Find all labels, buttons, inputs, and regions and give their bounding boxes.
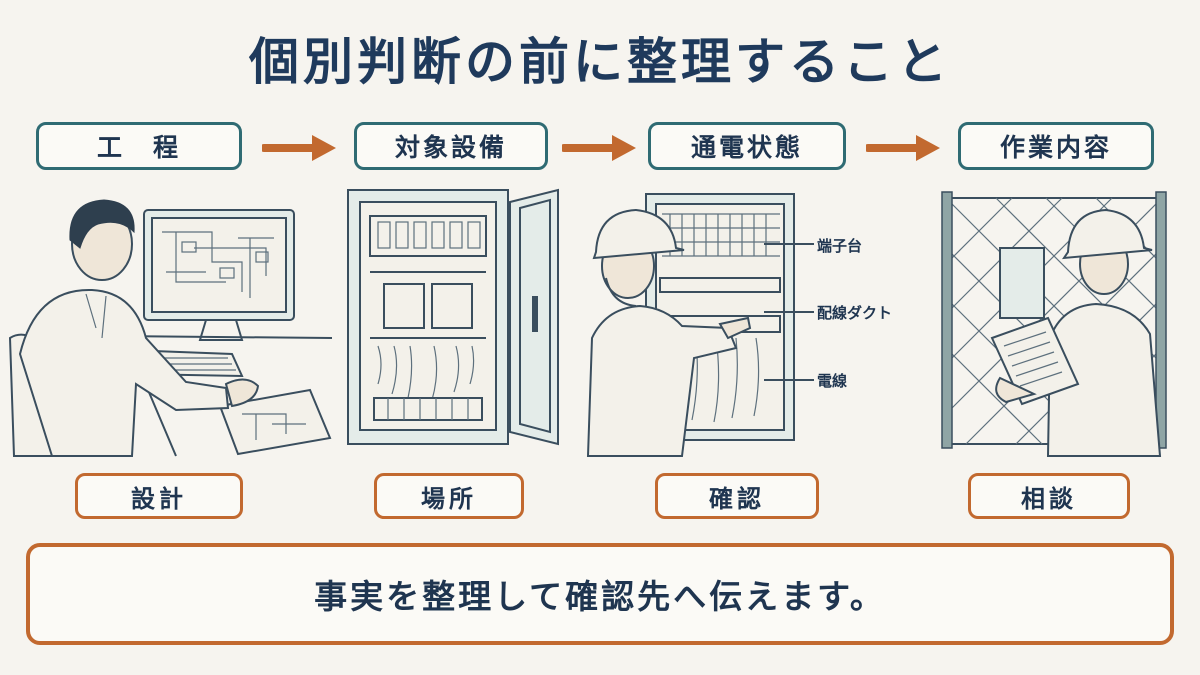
worker-checking-panel-illustration	[586, 193, 795, 457]
sub-box-location: 場所	[374, 473, 524, 519]
step-box-power-state: 通電状態	[648, 122, 846, 170]
sub-box-consult: 相談	[968, 473, 1130, 519]
step-box-process: 工 程	[36, 122, 242, 170]
summary-banner-text: 事実を整理して確認先へ伝えます。	[314, 577, 886, 616]
arrow-right-icon	[866, 135, 940, 161]
step-box-target-equipment: 対象設備	[354, 122, 548, 170]
page-title: 個別判断の前に整理すること	[249, 33, 951, 91]
summary-banner: 事実を整理して確認先へ伝えます。	[26, 543, 1174, 645]
callout-wires: 電線	[817, 372, 848, 390]
sub-box-design: 設計	[75, 473, 243, 519]
arrow-right-icon	[562, 135, 636, 161]
sub-box-confirm: 確認	[655, 473, 819, 519]
callout-terminal-block: 端子台	[817, 237, 863, 255]
electrical-cabinet-illustration	[347, 188, 559, 446]
worker-with-document-illustration	[941, 191, 1167, 457]
designer-at-computer-illustration	[8, 199, 333, 457]
step-box-work-content: 作業内容	[958, 122, 1154, 170]
arrow-right-icon	[262, 135, 336, 161]
callout-leader-lines	[764, 243, 814, 381]
callout-wiring-duct: 配線ダクト	[817, 304, 893, 322]
